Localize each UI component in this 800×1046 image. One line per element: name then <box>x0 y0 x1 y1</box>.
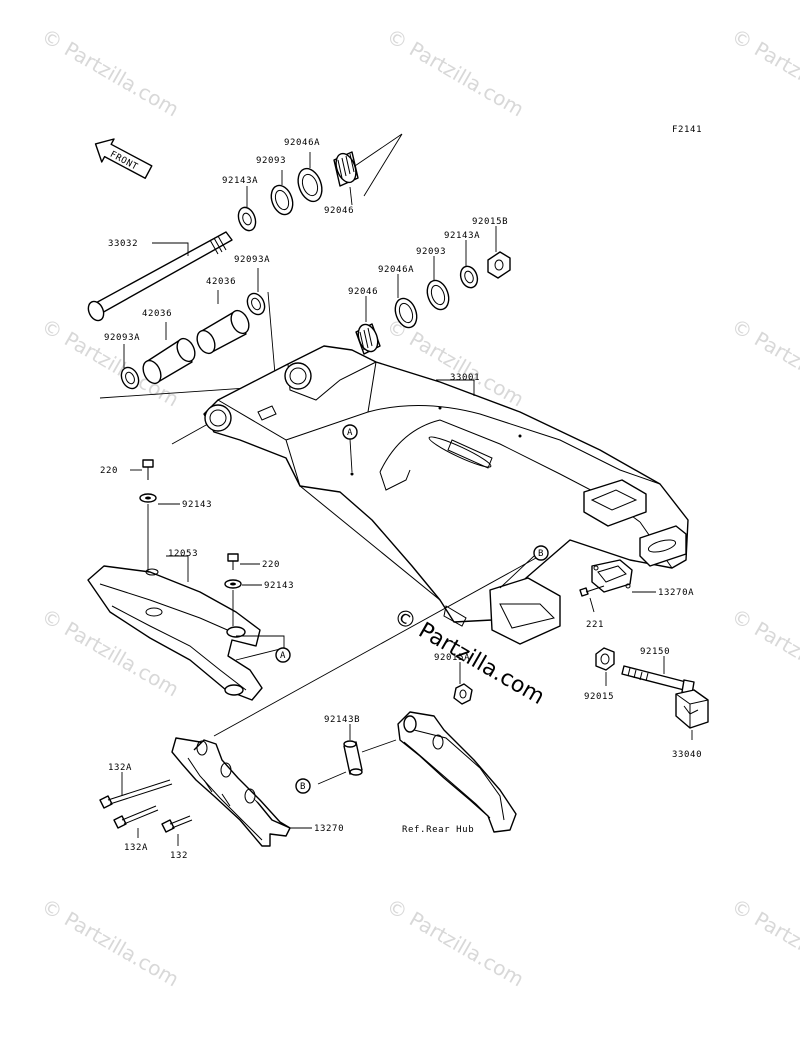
callout-B-marker: B <box>295 778 311 794</box>
seal-upper <box>246 292 266 316</box>
callout-A-marker: A <box>275 647 291 663</box>
nut-icon <box>487 251 511 279</box>
part-label: 92143A <box>222 176 258 186</box>
screw-221 <box>579 585 605 597</box>
watermark: © Partzilla.com <box>728 314 800 412</box>
bolt-220-lower <box>224 553 242 589</box>
part-label: 92015A <box>434 653 470 663</box>
part-label: 42036 <box>206 277 236 287</box>
needle-bearing-icon <box>333 151 359 187</box>
part-label: 92046 <box>324 206 354 216</box>
seal-lower <box>120 366 140 390</box>
part-label: 92046A <box>378 265 414 275</box>
pivot-shaft <box>87 231 233 322</box>
front-arrow-icon: FRONT <box>94 138 153 179</box>
callout-A-label: A <box>347 428 353 438</box>
guide-plate-13270A <box>591 559 633 593</box>
chain-slider <box>87 565 263 701</box>
part-label: 132 <box>170 851 188 861</box>
part-label: 92143 <box>182 500 212 510</box>
bolt-132A-upper <box>99 779 173 809</box>
part-label: 132A <box>124 843 148 853</box>
part-label: 92150 <box>640 647 670 657</box>
swingarm-body <box>203 345 689 645</box>
part-label: 33032 <box>108 239 138 249</box>
watermark: © Partzilla.com <box>728 604 800 702</box>
part-label: 92015 <box>584 692 614 702</box>
part-label: 92046A <box>284 138 320 148</box>
part-label: 220 <box>100 466 118 476</box>
part-label: 221 <box>586 620 604 630</box>
spacer-92143B <box>343 740 363 776</box>
bolt-92150 <box>621 665 695 695</box>
collar-upper <box>196 309 250 355</box>
part-label: 220 <box>262 560 280 570</box>
rear-hub-reference: Ref.Rear Hub <box>402 825 474 835</box>
part-label: 92093A <box>104 333 140 343</box>
part-label: 92143A <box>444 231 480 241</box>
part-label: 92093 <box>416 247 446 257</box>
part-label: 13270A <box>658 588 694 598</box>
callout-A-marker: A <box>342 424 358 473</box>
watermark: © Partzilla.com <box>728 894 800 992</box>
right-bearing-stack <box>355 251 511 355</box>
adjuster-block <box>675 689 709 729</box>
part-label: 33040 <box>672 750 702 760</box>
watermark: © Partzilla.com <box>38 24 184 122</box>
part-label: 92143 <box>264 581 294 591</box>
part-label: 92046 <box>348 287 378 297</box>
part-label: 92093A <box>234 255 270 265</box>
part-label: 42036 <box>142 309 172 319</box>
callout-A-label: A <box>280 651 286 661</box>
watermark: © Partzilla.com <box>728 24 800 122</box>
watermark: © Partzilla.com <box>38 894 184 992</box>
bolt-132A-lower <box>113 805 159 829</box>
upper-left-bearing-stack <box>237 151 359 232</box>
part-label: 33001 <box>450 373 480 383</box>
callout-B-label: B <box>300 782 306 792</box>
needle-bearing-icon <box>355 323 381 355</box>
chain-guide-13270 <box>171 737 291 847</box>
part-label: 132A <box>108 763 132 773</box>
callout-B-label: B <box>538 549 544 559</box>
watermark: © Partzilla.com <box>383 894 529 992</box>
bolt-220-upper <box>139 459 157 503</box>
callout-B-marker: B <box>499 545 549 589</box>
watermark: © Partzilla.com <box>383 24 529 122</box>
nut-icon <box>453 683 473 705</box>
nut-icon <box>595 647 615 671</box>
part-label: 92093 <box>256 156 286 166</box>
part-label: 13270 <box>314 824 344 834</box>
part-label: 92015B <box>472 217 508 227</box>
bolt-132 <box>161 815 193 833</box>
part-label: 12053 <box>168 549 198 559</box>
part-label: 92143B <box>324 715 360 725</box>
figure-code: F2141 <box>672 125 702 135</box>
collar-lower <box>142 337 196 385</box>
rear-chain-guide <box>397 711 517 833</box>
